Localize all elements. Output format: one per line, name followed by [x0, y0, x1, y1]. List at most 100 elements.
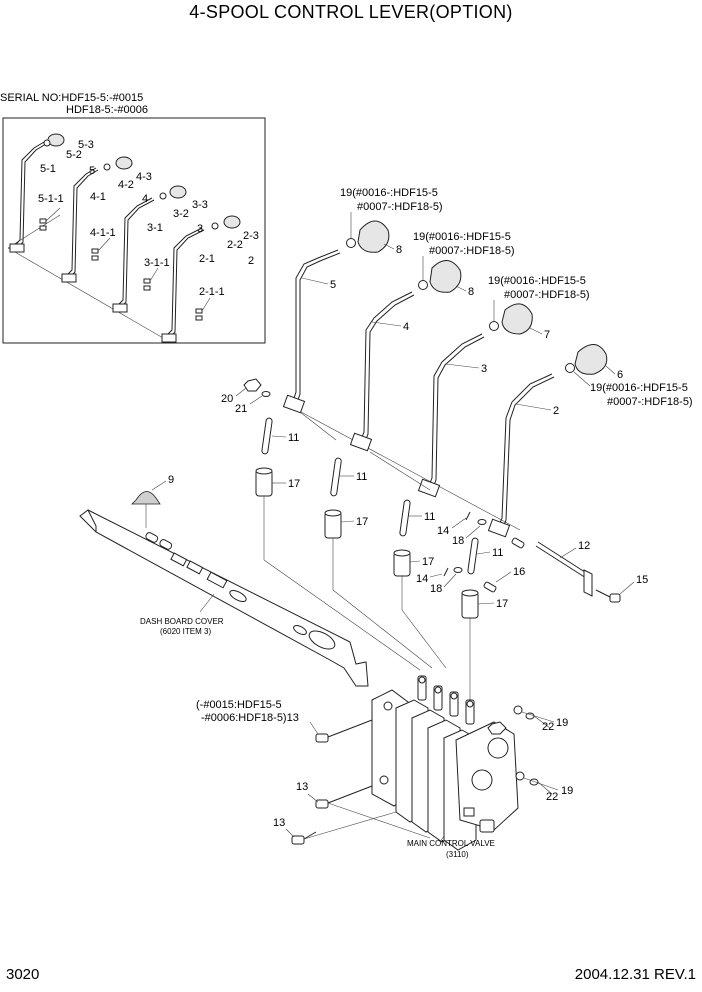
callout-5: 5 — [330, 279, 336, 291]
inset-lever-5 — [9, 133, 65, 253]
inset-lever-3 — [112, 185, 187, 313]
callout-17-b: 17 — [356, 516, 368, 528]
callout-9: 9 — [168, 474, 174, 486]
callout-19-lever4-2: #0007-:HDF18-5) — [429, 245, 515, 257]
inset-panel: SERIAL NO:HDF15-5:-#0015 HDF18-5:-#0006 — [0, 92, 266, 344]
lever-5 — [282, 220, 390, 414]
serial-no-label: SERIAL NO:HDF15-5:-#0015 — [0, 92, 143, 104]
callout-19-lever2-2: #0007-:HDF18-5) — [607, 396, 693, 408]
pin-16-b — [483, 581, 497, 593]
callout-19-lever3-1: 19(#0016-:HDF15-5 — [488, 275, 586, 287]
callout-22-a: 22 — [542, 721, 554, 733]
inset-lever-2 — [161, 215, 241, 343]
bolt-13-b — [315, 785, 373, 809]
boot-17-b — [324, 509, 342, 539]
callout-11-c: 11 — [424, 511, 435, 523]
link-11-d — [467, 537, 479, 575]
inset-label-4-2: 4-2 — [118, 179, 134, 191]
washer-18-b — [453, 567, 463, 573]
callout-2: 2 — [553, 405, 559, 417]
inset-label-5-1: 5-1 — [40, 163, 56, 175]
callout-17-a: 17 — [288, 478, 300, 490]
page-number: 3020 — [6, 966, 40, 983]
revision-date: 2004.12.31 REV.1 — [574, 966, 696, 983]
callout-11-a: 11 — [288, 432, 299, 444]
callout-21: 21 — [235, 403, 247, 415]
dash-board-cover — [79, 491, 369, 687]
callout-13-c: 13 — [273, 817, 285, 829]
inset-label-3: 3 — [197, 223, 203, 235]
inset-label-2: 2 — [248, 255, 254, 267]
inset-label-5-1-1: 5-1-1 — [38, 193, 64, 205]
callout-22-b: 22 — [546, 791, 558, 803]
dash-board-cover-label: DASH BOARD COVER — [140, 617, 224, 626]
bolt-13-a — [315, 719, 373, 743]
callout-13-b: 13 — [296, 781, 308, 793]
inset-label-3-1: 3-1 — [147, 222, 163, 234]
callout-20: 20 — [221, 393, 233, 405]
inset-label-2-1: 2-1 — [199, 253, 215, 265]
callout-3: 3 — [481, 363, 487, 375]
callout-14-b: 14 — [416, 573, 428, 585]
inset-label-4: 4 — [142, 193, 148, 205]
main-control-valve — [291, 675, 553, 851]
callout-8-a: 8 — [396, 244, 402, 256]
bolt-13-c — [291, 831, 317, 845]
callout-11-d: 11 — [492, 547, 503, 559]
inset-label-3-2: 3-2 — [173, 208, 189, 220]
lever-2 — [487, 344, 608, 538]
inset-label-2-3: 2-3 — [243, 230, 259, 242]
callout-14-a: 14 — [437, 525, 449, 537]
inset-label-4-1-1: 4-1-1 — [90, 227, 116, 239]
callout-17-c: 17 — [422, 556, 434, 568]
callout-13-a-2: -#0006:HDF18-5)13 — [201, 712, 299, 724]
boot-17-c — [393, 549, 411, 577]
inset-label-2-2: 2-2 — [227, 239, 243, 251]
callout-18-b: 18 — [430, 583, 442, 595]
nut-20 — [243, 378, 262, 392]
main-control-valve-label: MAIN CONTROL VALVE — [407, 839, 495, 848]
washer-21 — [261, 391, 271, 397]
callout-19-lever3-2: #0007-:HDF18-5) — [504, 289, 590, 301]
main-control-valve-item: (3110) — [446, 850, 469, 859]
callout-7: 7 — [544, 329, 550, 341]
callout-19-lever4-1: 19(#0016-:HDF15-5 — [413, 231, 511, 243]
callout-8-b: 8 — [468, 286, 474, 298]
lever-4 — [349, 260, 462, 452]
callout-19-lever2-1: 19(#0016-:HDF15-5 — [590, 382, 688, 394]
inset-label-3-3: 3-3 — [192, 199, 208, 211]
boot-9 — [131, 491, 161, 505]
callout-11-b: 11 — [356, 471, 367, 483]
callout-13-a-1: (-#0015:HDF15-5 — [196, 699, 282, 711]
callout-19-lever5-2: #0007-:HDF18-5) — [357, 201, 443, 213]
inset-label-5-2: 5-2 — [66, 149, 82, 161]
callout-6: 6 — [617, 369, 623, 381]
inset-label-4-3: 4-3 — [136, 171, 152, 183]
link-11-c — [399, 499, 411, 537]
callout-12: 12 — [578, 540, 590, 552]
pins-14 — [443, 511, 471, 577]
callout-16: 16 — [513, 566, 525, 578]
callout-19-valve-b: 19 — [561, 785, 573, 797]
callout-labels: 19(#0016-:HDF15-5 #0007-:HDF18-5) 19(#00… — [140, 187, 693, 859]
dash-board-cover-item: (6020 ITEM 3) — [160, 627, 211, 636]
inset-lever-4 — [61, 156, 133, 283]
inset-hardware — [39, 207, 211, 321]
serial-no-label-2: HDF18-5:-#0006 — [66, 104, 148, 116]
boot-17-a — [255, 467, 273, 497]
boot-17-d — [461, 589, 479, 619]
inset-label-3-1-1: 3-1-1 — [144, 257, 170, 269]
inset-label-2-1-1: 2-1-1 — [199, 286, 225, 298]
callout-15: 15 — [636, 574, 648, 586]
lever-3 — [417, 303, 533, 498]
callout-19-lever5-1: 19(#0016-:HDF15-5 — [340, 187, 438, 199]
rod-12 — [535, 541, 593, 597]
inset-label-5-3: 5-3 — [78, 139, 94, 151]
callout-19-valve-a: 19 — [556, 717, 568, 729]
inset-label-5: 5 — [89, 165, 95, 177]
pin-16-a — [511, 537, 525, 549]
inset-label-4-1: 4-1 — [90, 191, 106, 203]
callout-18-a: 18 — [452, 535, 464, 547]
lever-assemblies — [243, 220, 621, 700]
